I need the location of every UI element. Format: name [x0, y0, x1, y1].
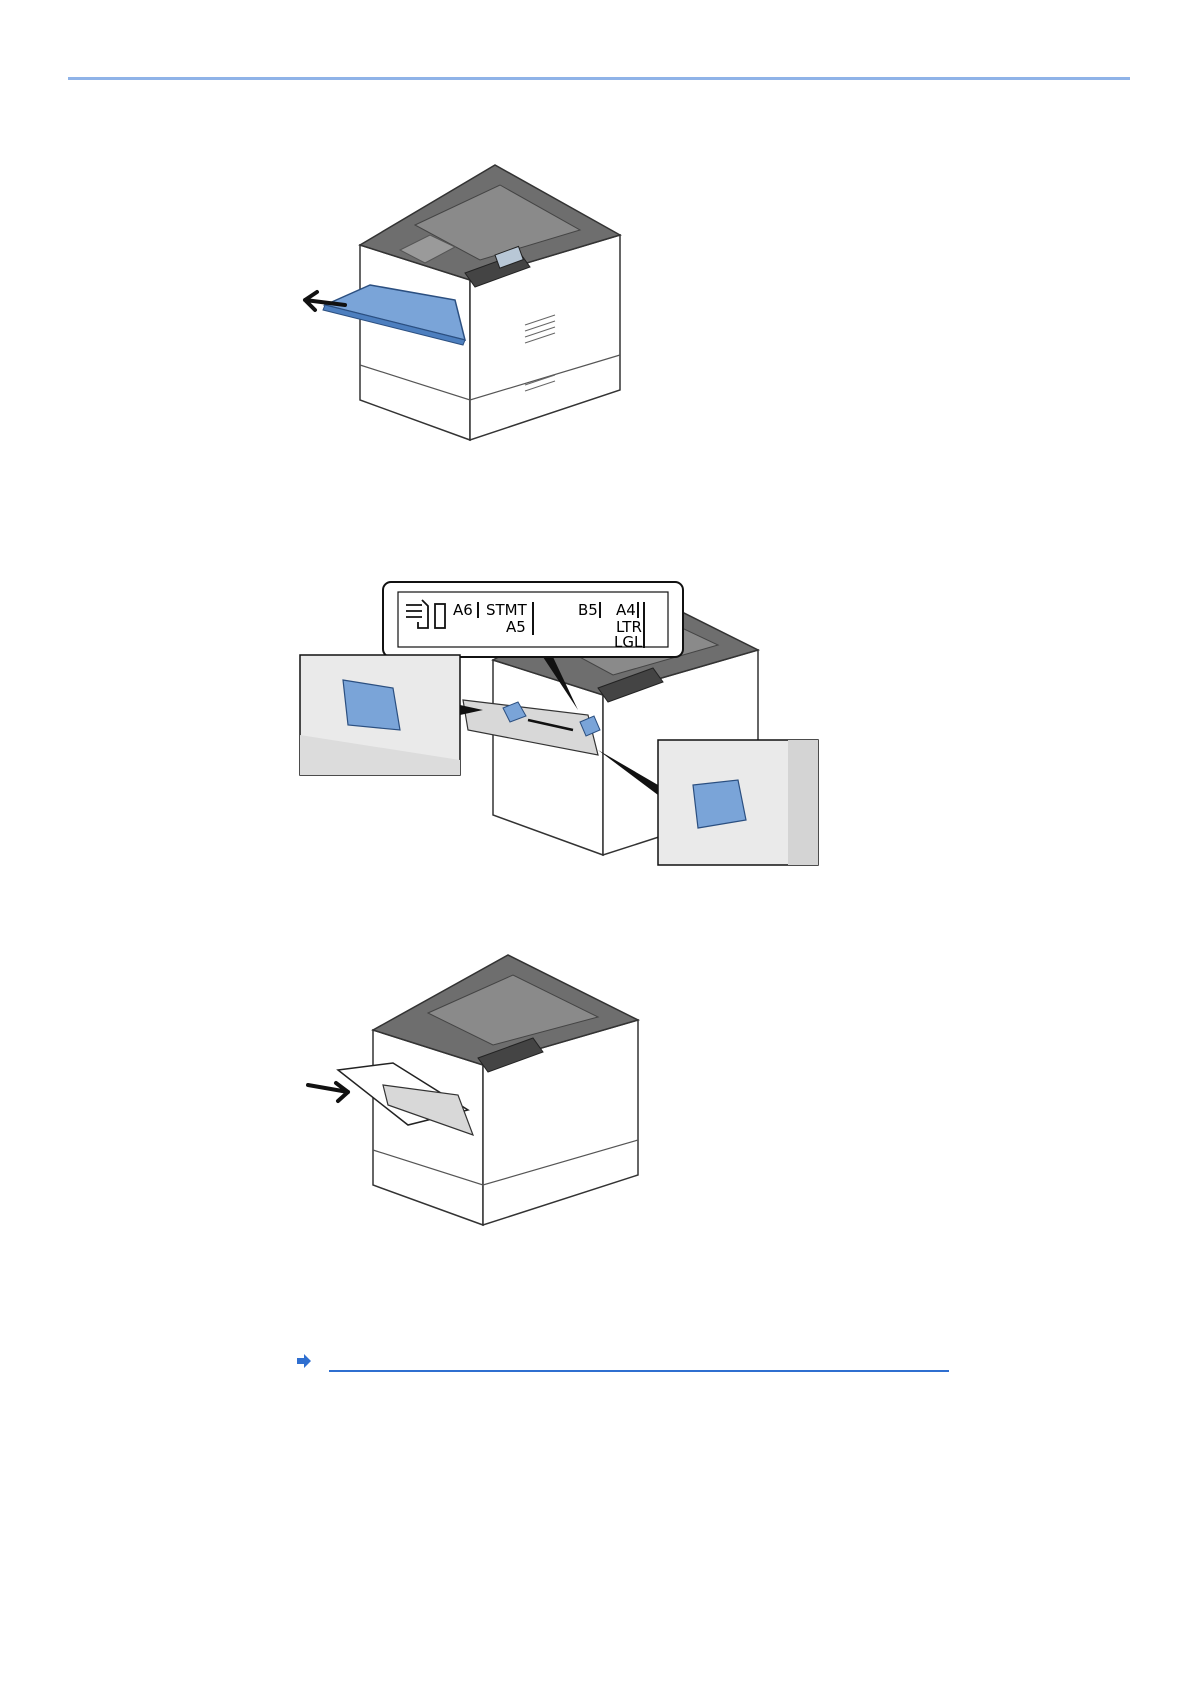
- arrow-right-icon: [295, 1352, 313, 1370]
- figure-open-tray: [295, 155, 635, 455]
- figure-paper-guides: A6 STMT A5 B5 A4 LTR LGL: [298, 570, 838, 870]
- guide-label-a4: A4: [616, 601, 636, 619]
- guide-label-a5: A5: [506, 618, 526, 636]
- guide-label-b5: B5: [578, 601, 598, 619]
- header-rule: [68, 77, 1130, 80]
- push-arrow-icon: [308, 1083, 348, 1101]
- inset-left-guide: [300, 655, 483, 775]
- printer-illustration: [338, 955, 638, 1225]
- guide-label-stmt: STMT: [486, 601, 528, 619]
- reference-link-underline: [329, 1370, 949, 1372]
- guide-label-lgl: LGL: [614, 633, 643, 651]
- figure-insert-paper: [298, 945, 658, 1235]
- guide-label-a6: A6: [453, 601, 473, 619]
- printer-illustration: [323, 165, 620, 440]
